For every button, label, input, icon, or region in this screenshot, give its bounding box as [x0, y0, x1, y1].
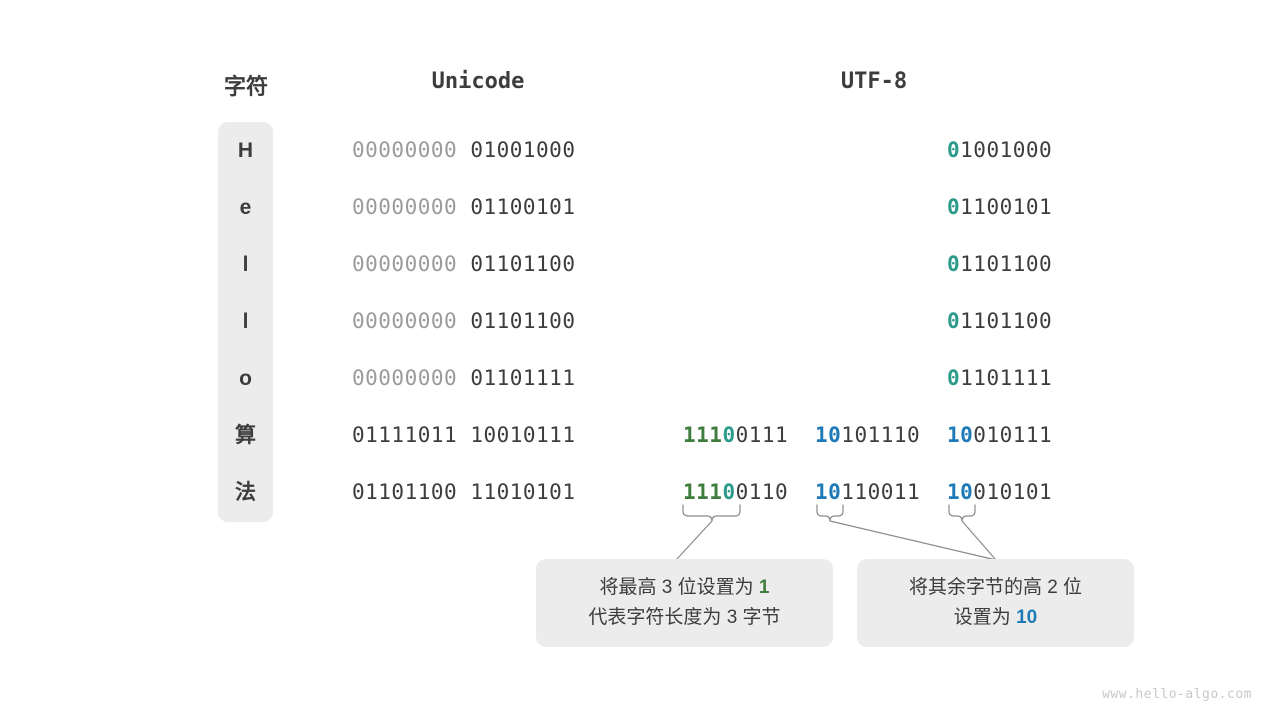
callout-keyword: 1 [758, 577, 770, 598]
utf8-byte: 10010111 [947, 407, 1052, 464]
utf8-byte: 01101111 [947, 350, 1052, 407]
utf8-prefix-terminator-bit: 0 [722, 480, 736, 504]
utf8-prefix-bits: 10 [947, 423, 974, 447]
callout-line-2: 设置为 10 [954, 603, 1037, 633]
character-column-panel [218, 122, 273, 522]
utf8-prefix-bits: 10 [947, 480, 974, 504]
callout-keyword: 10 [1016, 607, 1038, 628]
unicode-high-byte: 00000000 [352, 309, 458, 333]
callout-line-2: 代表字符长度为 3 字节 [588, 603, 780, 633]
unicode-high-byte: 00000000 [352, 138, 458, 162]
utf8-byte: 10010101 [947, 464, 1052, 521]
utf8-byte: 11100111 [683, 407, 788, 464]
callout-continuation-byte: 将其余字节的高 2 位 设置为 10 [857, 559, 1134, 647]
unicode-low-byte: 01101111 [470, 366, 576, 390]
callout-line-1: 将最高 3 位设置为 1 [600, 573, 770, 603]
unicode-high-byte: 01101100 [352, 480, 458, 504]
unicode-bits: 00000000 01001000 [352, 122, 575, 179]
utf8-payload-bits: 1101100 [960, 252, 1053, 276]
utf8-payload-bits: 0110 [735, 480, 789, 504]
utf8-payload-bits: 010101 [973, 480, 1053, 504]
utf8-byte: 10101110 [815, 407, 920, 464]
utf8-payload-bits: 101110 [841, 423, 921, 447]
utf8-payload-bits: 1101111 [960, 366, 1053, 390]
unicode-bits: 00000000 01101100 [352, 236, 575, 293]
utf8-byte: 01001000 [947, 122, 1052, 179]
character-cell: 算 [235, 424, 256, 447]
character-cell: H [237, 139, 254, 162]
unicode-low-byte: 01101100 [470, 252, 576, 276]
utf8-prefix-bits: 0 [947, 138, 961, 162]
utf8-prefix-bits: 111 [683, 423, 723, 447]
unicode-low-byte: 01100101 [470, 195, 576, 219]
column-header-character: 字符 [223, 74, 268, 99]
character-cell: l [242, 253, 249, 276]
utf8-byte: 01101100 [947, 236, 1052, 293]
unicode-bits: 00000000 01100101 [352, 179, 575, 236]
unicode-high-byte: 01111011 [352, 423, 458, 447]
callout-text: 将最高 3 位设置为 [599, 577, 759, 598]
utf8-byte: 10110011 [815, 464, 920, 521]
utf8-payload-bits: 1001000 [960, 138, 1053, 162]
callout-text: 代表字符长度为 3 字节 [588, 607, 781, 628]
character-cell: 法 [235, 481, 256, 504]
utf8-prefix-bits: 0 [947, 252, 961, 276]
unicode-high-byte: 00000000 [352, 366, 458, 390]
callout-leading-byte: 将最高 3 位设置为 1 代表字符长度为 3 字节 [536, 559, 833, 647]
utf8-byte: 01101100 [947, 293, 1052, 350]
column-header-utf8: UTF-8 [840, 69, 908, 94]
utf8-payload-bits: 110011 [841, 480, 921, 504]
unicode-bits: 00000000 01101100 [352, 293, 575, 350]
utf8-byte: 11100110 [683, 464, 788, 521]
unicode-bits: 01101100 11010101 [352, 464, 575, 521]
unicode-low-byte: 01101100 [470, 309, 576, 333]
unicode-bits: 01111011 10010111 [352, 407, 575, 464]
watermark: www.hello-algo.com [1102, 687, 1252, 702]
utf8-payload-bits: 010111 [973, 423, 1053, 447]
callout-text: 将其余字节的高 2 位 [908, 577, 1083, 598]
utf8-byte: 01100101 [947, 179, 1052, 236]
utf8-prefix-bits: 0 [947, 195, 961, 219]
character-cell: l [242, 310, 249, 333]
character-cell: e [239, 196, 252, 219]
utf8-payload-bits: 1101100 [960, 309, 1053, 333]
utf8-prefix-bits: 10 [815, 480, 842, 504]
utf8-prefix-bits: 0 [947, 309, 961, 333]
unicode-bits: 00000000 01101111 [352, 350, 575, 407]
callout-text: 设置为 [953, 607, 1017, 628]
character-cell: o [239, 367, 252, 390]
utf8-payload-bits: 0111 [735, 423, 789, 447]
callout-line-1: 将其余字节的高 2 位 [909, 573, 1082, 603]
unicode-low-byte: 11010101 [470, 480, 576, 504]
utf8-prefix-bits: 10 [815, 423, 842, 447]
utf8-payload-bits: 1100101 [960, 195, 1053, 219]
unicode-low-byte: 01001000 [470, 138, 576, 162]
unicode-low-byte: 10010111 [470, 423, 576, 447]
column-header-unicode: Unicode [431, 69, 525, 94]
utf8-prefix-bits: 0 [947, 366, 961, 390]
unicode-high-byte: 00000000 [352, 252, 458, 276]
utf8-prefix-terminator-bit: 0 [722, 423, 736, 447]
utf8-prefix-bits: 111 [683, 480, 723, 504]
unicode-high-byte: 00000000 [352, 195, 458, 219]
